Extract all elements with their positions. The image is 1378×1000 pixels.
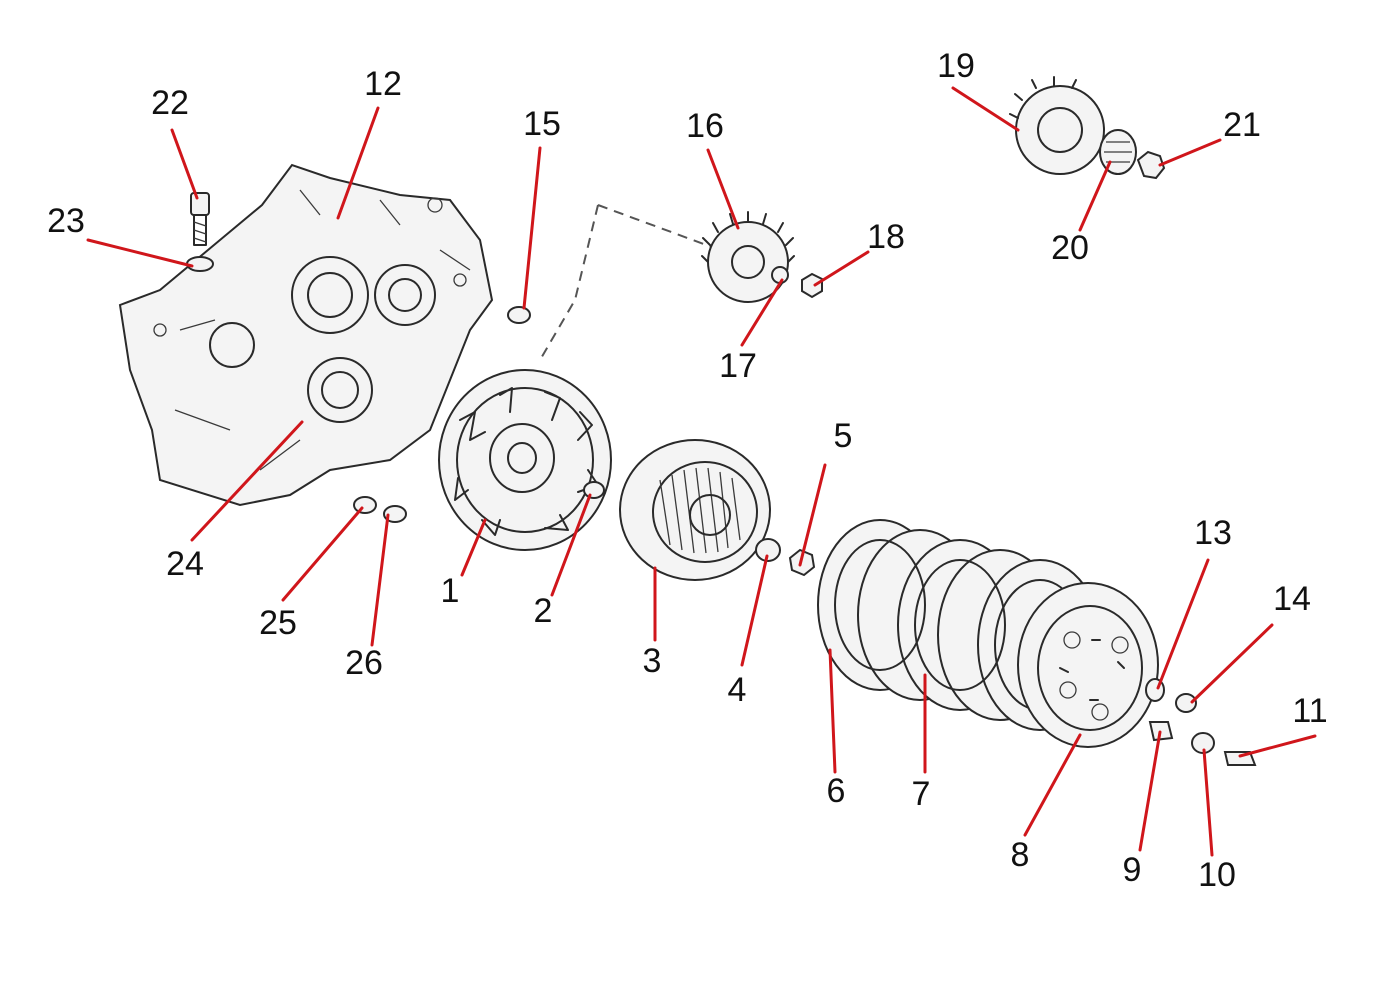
leader-line-15 [522,146,542,310]
leader-line-18 [813,250,870,287]
dowel-drawing [353,496,407,523]
callout-17: 17 [719,347,757,385]
leader-line-9 [1138,730,1162,852]
callout-13: 13 [1194,514,1232,552]
callout-16: 16 [686,107,724,145]
leader-line-14 [1190,623,1274,704]
bolt-drawing [186,192,214,272]
callout-7: 7 [912,775,931,813]
primary-gear-drawing [701,211,823,303]
o-ring-drawing [507,306,531,324]
callout-22: 22 [151,84,189,122]
callout-5: 5 [834,417,853,455]
leader-line-6 [828,648,837,774]
callout-2: 2 [534,592,553,630]
part-drawings [118,76,1257,766]
leader-line-23 [86,238,194,268]
leader-line-19 [951,86,1020,132]
kick-gear-drawing [1009,76,1166,180]
leader-line-21 [1158,138,1222,167]
callout-18: 18 [867,218,905,256]
crankcase-drawing [118,163,494,507]
leader-line-24 [190,420,304,542]
leader-line-1 [460,518,487,577]
leader-line-8 [1023,733,1082,837]
callout-25: 25 [259,604,297,642]
leader-line-17 [740,278,784,347]
callout-labels: 1 2 3 4 5 6 7 8 9 10 11 12 13 14 15 16 1… [47,47,1328,894]
callout-9: 9 [1123,851,1142,889]
callout-21: 21 [1223,106,1261,144]
callout-4: 4 [728,671,747,709]
clutch-basket-drawing [438,369,612,551]
leader-line-2 [550,493,592,597]
leader-line-4 [740,554,769,667]
callout-6: 6 [827,772,846,810]
leader-line-22 [170,128,199,200]
leader-line-12 [336,106,380,220]
leader-line-11 [1238,734,1317,758]
leader-line-20 [1078,160,1112,232]
callout-19: 19 [937,47,975,85]
callout-20: 20 [1051,229,1089,267]
callout-14: 14 [1273,580,1311,618]
callout-11: 11 [1292,692,1327,730]
pressure-plate-drawing [1017,582,1159,748]
leader-line-13 [1156,558,1210,690]
leader-line-5 [798,463,827,567]
callout-12: 12 [364,65,402,103]
callout-15: 15 [523,105,561,143]
callout-23: 23 [47,202,85,240]
callout-26: 26 [345,644,383,682]
leader-line-26 [370,513,390,647]
callout-10: 10 [1198,856,1236,894]
washer-drawing [755,538,781,562]
leader-line-16 [706,148,740,230]
leader-line-25 [281,506,364,602]
leader-lines [86,86,1317,857]
clutch-hub-drawing [619,439,771,581]
callout-1: 1 [441,572,460,610]
callout-3: 3 [643,642,662,680]
callout-8: 8 [1011,836,1030,874]
callout-24: 24 [166,545,204,583]
leader-line-10 [1202,748,1214,857]
assembly-dashed-line [539,204,721,361]
